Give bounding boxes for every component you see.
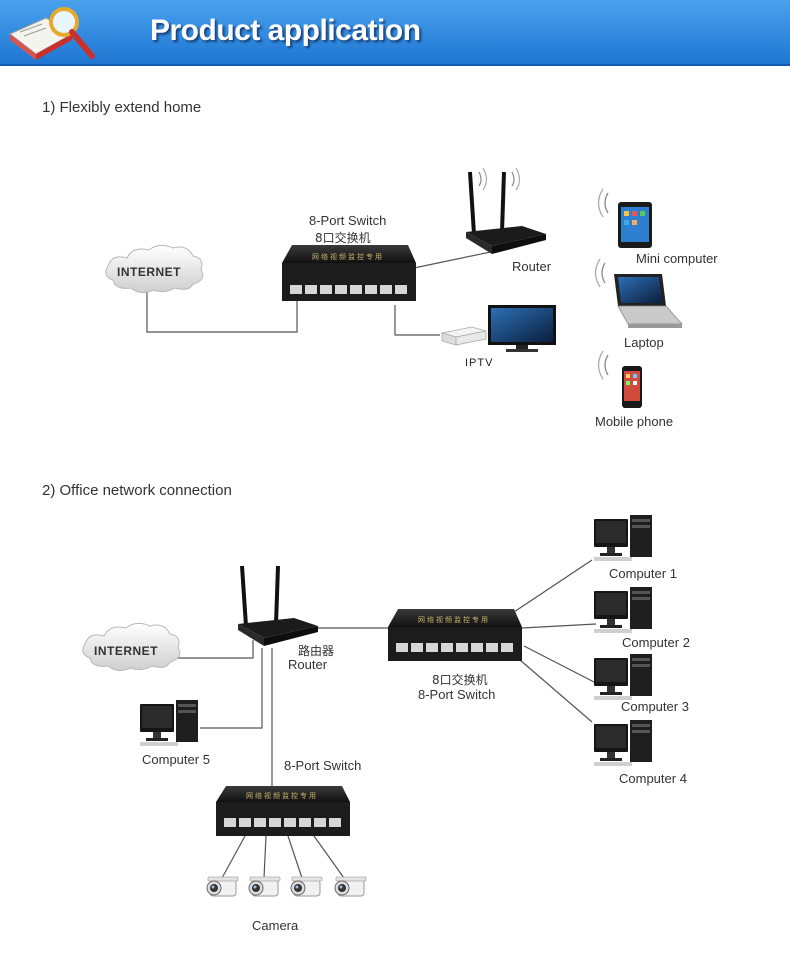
s1-phone-icon — [622, 366, 642, 408]
s1-settop-box-icon — [441, 326, 487, 346]
s1-switch-label-cn: 8口交换机 — [315, 231, 371, 245]
section1-heading: 1) Flexibly extend home — [42, 99, 202, 116]
camera-4-icon — [334, 876, 367, 897]
computer-3-label: Computer 3 — [621, 699, 689, 714]
book-magnifier-icon — [9, 7, 95, 60]
computer-2-label: Computer 2 — [622, 635, 690, 650]
computer-5-label: Computer 5 — [142, 752, 210, 767]
s1-router-label: Router — [512, 259, 552, 274]
s1-phone-label: Mobile phone — [595, 414, 674, 429]
s2-router-label-cn: 路由器 — [298, 644, 335, 658]
camera-2-icon — [248, 876, 281, 897]
s1-tv-icon — [488, 305, 556, 352]
s2-main-switch-label-en: 8-Port Switch — [418, 687, 496, 702]
page-title: Product application — [150, 14, 421, 47]
header-banner: Product application — [0, 0, 790, 66]
s1-switch-face-text: 网络视频监控专用 — [312, 252, 384, 261]
computer-2-icon — [594, 587, 652, 633]
s3-switch-face-text: 网络视频监控专用 — [246, 791, 318, 800]
s2-main-switch-icon: 网络视频监控专用 — [388, 609, 522, 661]
s1-laptop-label: Laptop — [624, 335, 664, 350]
s1-laptop-icon — [614, 274, 683, 328]
s1-switch-label-en: 8-Port Switch — [309, 213, 387, 228]
s2-links — [175, 559, 597, 879]
s2-camera-switch-icon: 网络视频监控专用 — [216, 786, 350, 836]
s1-internet-cloud: INTERNET — [105, 244, 204, 294]
s1-switch-icon: 网络视频监控专用 — [282, 245, 416, 301]
computer-5-icon — [140, 700, 198, 746]
s1-iptv-label: IPTV — [465, 357, 494, 369]
s2-cloud-text: INTERNET — [94, 644, 158, 658]
computer-4-label: Computer 4 — [619, 771, 687, 786]
s1-tablet-icon — [618, 202, 652, 248]
camera-1-icon — [206, 876, 239, 897]
s1-cloud-text: INTERNET — [117, 265, 181, 279]
s2-camera-switch-label: 8-Port Switch — [284, 758, 362, 773]
camera-3-icon — [290, 876, 323, 897]
computer-4-icon — [594, 720, 652, 766]
s1-router-icon — [466, 167, 546, 254]
s1-mini-computer-label: Mini computer — [636, 251, 718, 266]
section2-heading: 2) Office network connection — [42, 482, 232, 499]
s2-switch-face-text: 网络视频监控专用 — [418, 615, 490, 624]
computer-1-icon — [594, 515, 652, 561]
camera-label: Camera — [252, 918, 299, 933]
computer-3-icon — [594, 654, 652, 700]
computer-1-label: Computer 1 — [609, 566, 677, 581]
s2-internet-cloud: INTERNET — [82, 622, 181, 672]
s1-links — [146, 249, 501, 336]
s2-main-switch-label-cn: 8口交换机 — [432, 673, 488, 687]
s2-router-icon — [238, 565, 318, 646]
s2-router-label-en: Router — [288, 657, 328, 672]
